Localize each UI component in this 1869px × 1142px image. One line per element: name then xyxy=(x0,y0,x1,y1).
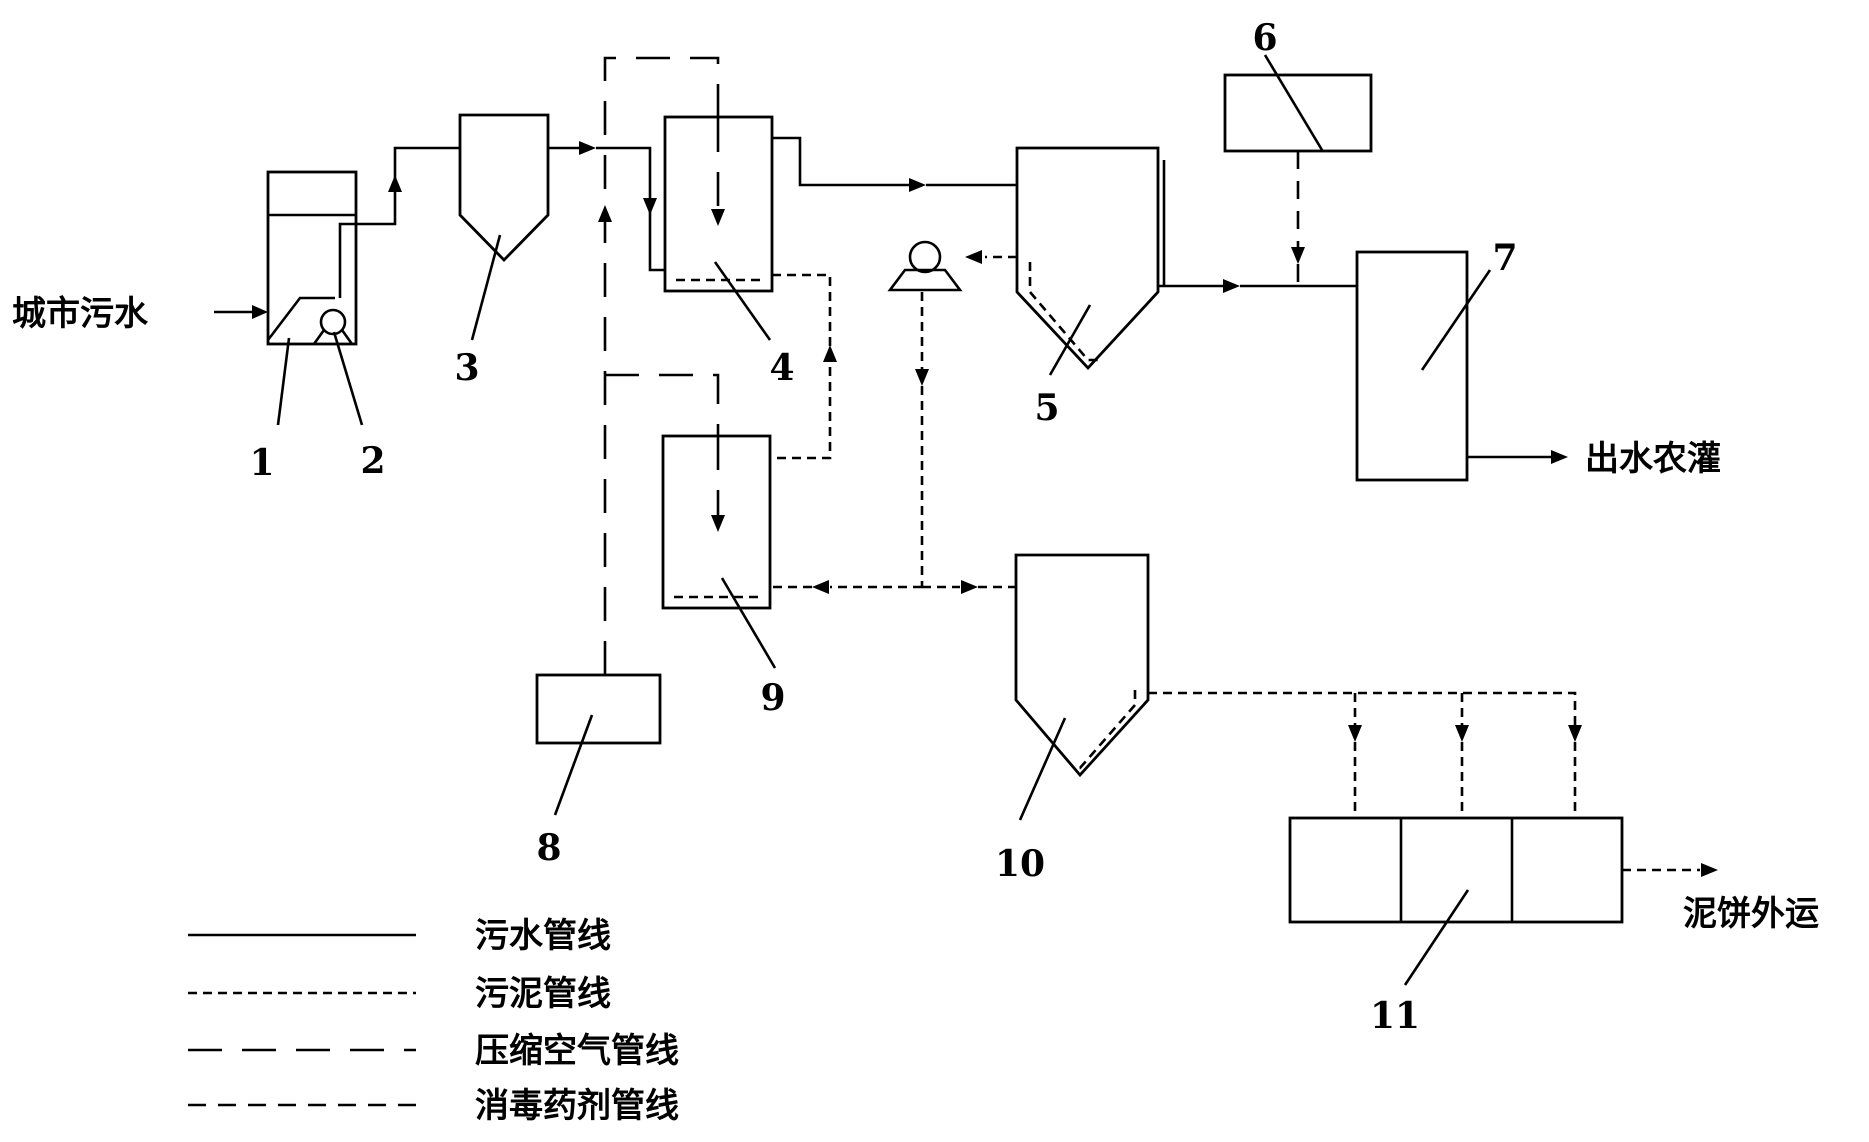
legend-sludge-label: 污泥管线 xyxy=(475,974,611,1014)
sludge-thickener-10 xyxy=(1014,553,1150,778)
grit-chamber-unit xyxy=(266,170,358,346)
compressed-air-pipelines xyxy=(598,56,725,675)
label-4: 4 xyxy=(769,347,794,389)
inlet-label: 城市污水 xyxy=(12,294,149,334)
sewage-pipelines xyxy=(214,136,1568,464)
return-sludge-pump xyxy=(887,240,963,292)
filter-press-11 xyxy=(1288,816,1624,924)
legend: 污水管线 污泥管线 压缩空气管线 消毒药剂管线 xyxy=(188,916,679,1126)
label-7: 7 xyxy=(1492,237,1517,279)
label-10: 10 xyxy=(995,843,1045,885)
label-1: 1 xyxy=(249,442,274,484)
settling-tank-5 xyxy=(1015,146,1160,371)
label-11: 11 xyxy=(1370,995,1420,1037)
leader-lines xyxy=(276,54,1492,986)
sludge-pipelines xyxy=(770,250,1718,877)
legend-sewage-label: 污水管线 xyxy=(475,916,611,956)
outlet-cake-label: 泥饼外运 xyxy=(1683,894,1819,934)
label-8: 8 xyxy=(536,827,561,869)
label-2: 2 xyxy=(360,440,385,482)
dosing-tank-6 xyxy=(1223,73,1373,153)
label-5: 5 xyxy=(1034,387,1059,429)
hopper-tank-3 xyxy=(458,113,550,263)
label-6: 6 xyxy=(1252,17,1277,59)
label-9: 9 xyxy=(760,677,785,719)
blower-8 xyxy=(535,673,662,745)
legend-disinfectant-label: 消毒药剂管线 xyxy=(475,1086,679,1126)
disinfectant-pipelines xyxy=(1291,151,1305,286)
disinfection-tank-7 xyxy=(1355,250,1469,482)
legend-air-label: 压缩空气管线 xyxy=(475,1031,679,1071)
outlet-water-label: 出水农灌 xyxy=(1585,439,1721,479)
label-3: 3 xyxy=(454,347,479,389)
